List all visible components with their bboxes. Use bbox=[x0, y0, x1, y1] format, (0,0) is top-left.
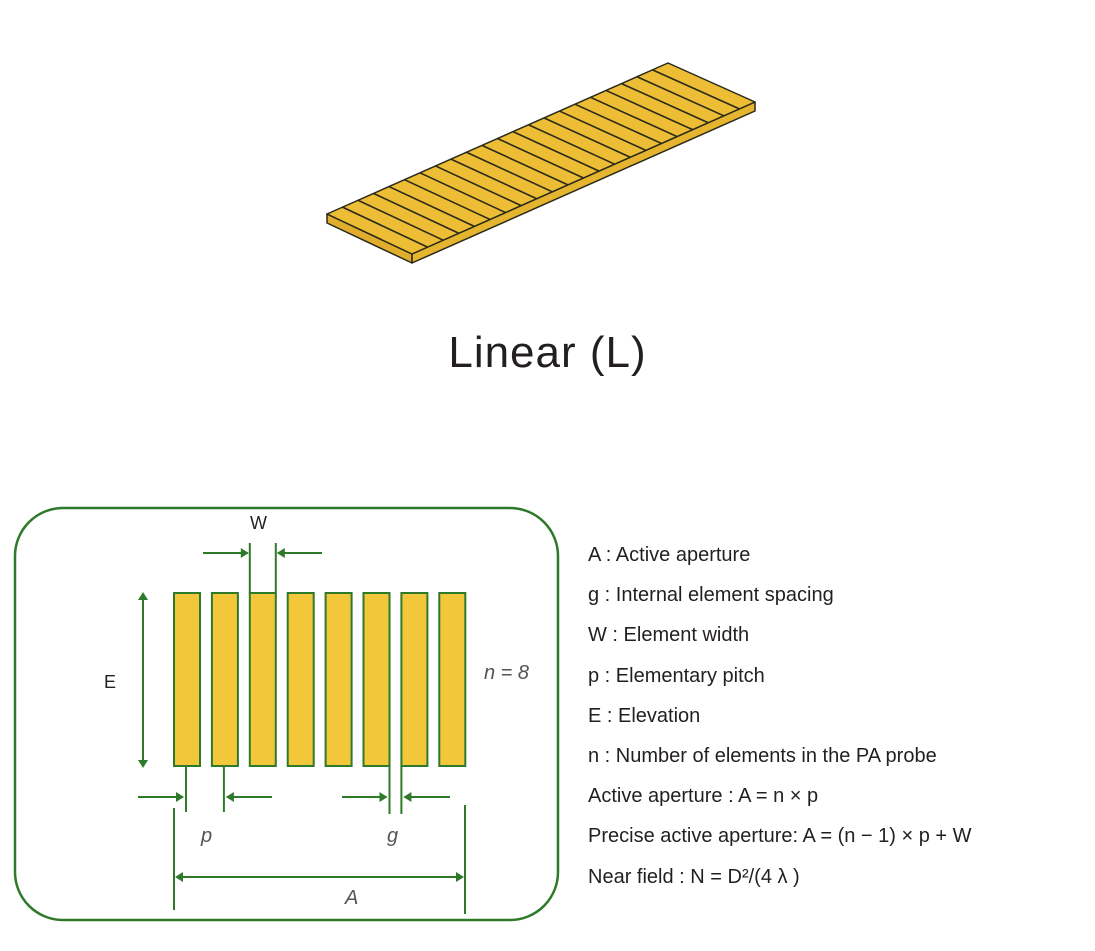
plate-element-line bbox=[652, 69, 740, 110]
element-bars bbox=[173, 592, 467, 767]
definition-item: Active aperture : A = n × p bbox=[588, 785, 819, 808]
label-w: W bbox=[250, 513, 267, 533]
arrowhead bbox=[240, 548, 249, 558]
arrowhead bbox=[379, 792, 388, 802]
element-bar bbox=[362, 592, 391, 767]
definition-item: p : Elementary pitch bbox=[588, 664, 765, 687]
element-bar bbox=[438, 592, 467, 767]
plate-element-line bbox=[419, 172, 506, 214]
definition-item: A : Active aperture bbox=[588, 544, 751, 566]
dimension-lines bbox=[138, 543, 466, 914]
arrowhead bbox=[138, 592, 148, 600]
plate-element-line bbox=[357, 199, 444, 241]
plate-element-line bbox=[512, 130, 600, 172]
plate-element-line bbox=[497, 137, 584, 179]
label-n: n = 8 bbox=[484, 662, 530, 684]
plate-element-line bbox=[466, 151, 553, 193]
plate-element-line bbox=[605, 89, 693, 131]
element-bar bbox=[324, 592, 353, 767]
plate-element-line bbox=[404, 178, 491, 221]
element-bar bbox=[173, 592, 201, 767]
plate-element-line bbox=[621, 82, 709, 124]
plate-element-line bbox=[559, 110, 647, 152]
plate-element-line bbox=[543, 117, 631, 159]
label-p: p bbox=[201, 825, 213, 847]
element-bar bbox=[248, 592, 277, 767]
plate-element-line bbox=[450, 158, 538, 200]
plate-element-line bbox=[435, 165, 522, 207]
element-bar bbox=[210, 592, 239, 767]
page-title: Linear (L) bbox=[448, 328, 647, 377]
plate-element-line bbox=[373, 192, 460, 234]
element-bar bbox=[400, 592, 429, 767]
plate-element-line bbox=[528, 124, 616, 165]
arrowhead bbox=[175, 872, 183, 882]
definitions-list: A : Active aperture g : Internal element… bbox=[588, 540, 972, 902]
element-bar bbox=[286, 592, 315, 767]
arrowhead bbox=[403, 792, 412, 802]
definition-item: n : Number of elements in the PA probe bbox=[588, 744, 937, 767]
definition-item: g : Internal element spacing bbox=[588, 584, 834, 607]
definition-item: Near field : N = D²/(4 λ ) bbox=[588, 865, 800, 888]
definition-item: W : Element width bbox=[588, 624, 750, 647]
plate-element-line bbox=[574, 103, 662, 145]
label-e: E bbox=[104, 672, 117, 692]
plate-element-line bbox=[636, 75, 725, 117]
definition-item: Precise active aperture: A = (n − 1) × p… bbox=[588, 825, 972, 848]
arrowhead bbox=[276, 548, 285, 558]
plate-element-line bbox=[590, 96, 678, 138]
label-a: A bbox=[345, 887, 359, 909]
plate-element-line bbox=[342, 206, 428, 248]
arrowhead bbox=[225, 792, 234, 802]
definition-item: E : Elevation bbox=[588, 704, 701, 727]
arrowhead bbox=[138, 760, 148, 768]
diagram-frame bbox=[13, 506, 560, 922]
arrowhead bbox=[176, 792, 184, 802]
plate-element-line bbox=[388, 185, 475, 228]
linear-array-plate bbox=[326, 62, 756, 264]
plate-element-line bbox=[481, 144, 569, 186]
arrowhead bbox=[456, 872, 464, 882]
label-g: g bbox=[387, 825, 399, 847]
